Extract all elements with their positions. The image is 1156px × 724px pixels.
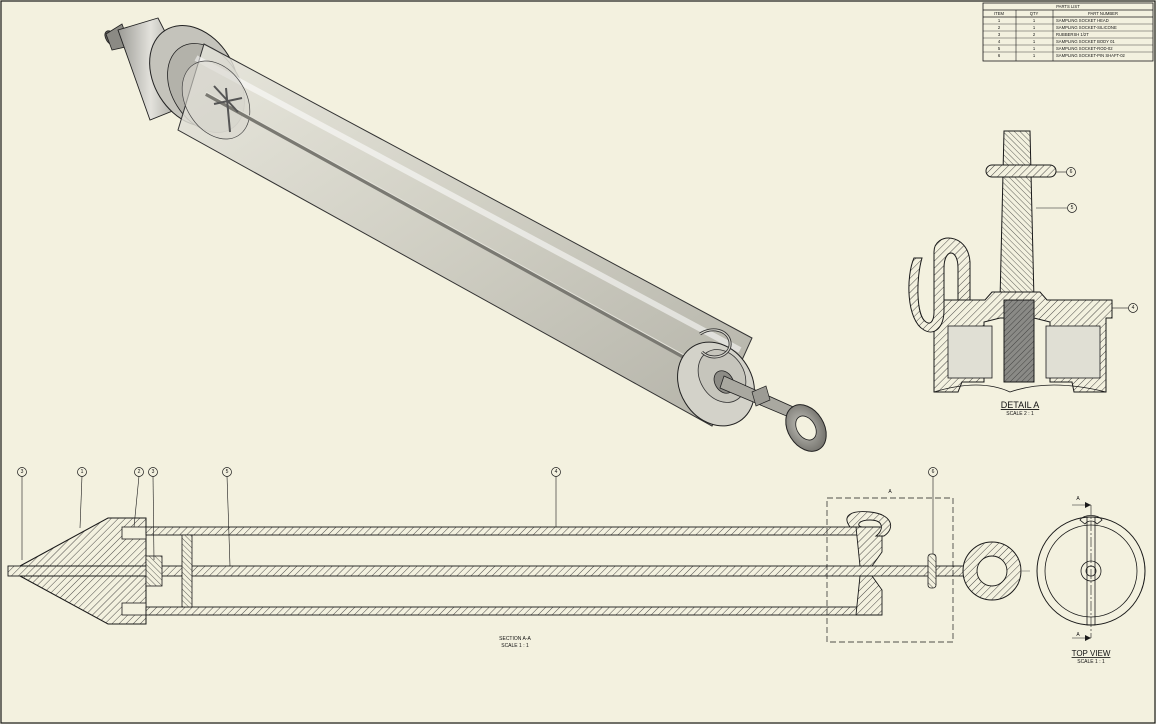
section-tube-top-wall — [145, 526, 863, 536]
detail-marker-label: A — [888, 489, 892, 495]
svg-text:1: 1 — [81, 469, 84, 475]
section-balloon: 3 — [17, 467, 27, 477]
parts-header-part-number: PART NUMBER — [1088, 11, 1118, 16]
top-view-scale: SCALE 1 : 1 — [1077, 659, 1105, 665]
section-balloon: 2 — [134, 467, 144, 477]
section-balloon: 1 — [77, 467, 87, 477]
svg-text:3: 3 — [21, 469, 24, 475]
parts-header-item: ITEM — [994, 11, 1005, 16]
parts-list-cell: SAMPLING SOCKET-ROD-02 — [1056, 46, 1113, 51]
section-balloon: 6 — [928, 467, 938, 477]
parts-list-cell: 6 — [998, 53, 1001, 58]
parts-list-cell: RUBBERSH 1/2T — [1056, 32, 1089, 37]
svg-text:6: 6 — [1070, 169, 1073, 175]
svg-text:5: 5 — [1071, 205, 1074, 211]
section-tube-bottom-wall — [145, 606, 863, 616]
svg-text:6: 6 — [932, 469, 935, 475]
parts-list-cell: 1 — [1033, 25, 1036, 30]
parts-list-cell: 1 — [998, 18, 1001, 23]
detail-balloon-6: 6 — [1066, 167, 1076, 177]
top-view-title: TOP VIEW — [1072, 649, 1111, 658]
parts-list-cell: 5 — [998, 46, 1001, 51]
isometric-view — [104, 17, 827, 452]
parts-header-qty: QTY — [1030, 11, 1039, 16]
detail-balloon-4: 4 — [1128, 303, 1138, 313]
parts-list-cell: 4 — [998, 39, 1001, 44]
svg-text:5: 5 — [226, 469, 229, 475]
section-a-a-view: A 3 1 2 3 5 4 6 SECTION A-A SCALE 1 : 1 — [7, 467, 1030, 649]
parts-list-cell: 2 — [998, 25, 1001, 30]
svg-text:2: 2 — [138, 469, 141, 475]
parts-list-cell: 1 — [1033, 53, 1036, 58]
svg-text:4: 4 — [1132, 305, 1135, 311]
parts-list-cell: 1 — [1033, 18, 1036, 23]
section-cone-head — [19, 517, 147, 567]
detail-a-title: DETAIL A — [1001, 400, 1040, 410]
parts-list-cell: SAMPLING SOCKET-PIN SHAFT-02 — [1056, 53, 1126, 58]
detail-a-boundary — [826, 497, 954, 643]
top-view-section-marker-top: A — [1076, 496, 1080, 502]
section-hook — [846, 511, 892, 537]
iso-rod — [205, 92, 723, 380]
parts-list-cell: 3 — [998, 32, 1001, 37]
detail-a-view: 6 5 4 DETAIL A SCALE 2 : 1 — [908, 130, 1138, 417]
svg-text:3: 3 — [152, 469, 155, 475]
section-balloon: 3 — [148, 467, 158, 477]
section-pin — [927, 553, 937, 589]
parts-list-cell: SAMPLING SOCKET HEAD — [1056, 18, 1109, 23]
detail-a-scale: SCALE 2 : 1 — [1006, 411, 1034, 417]
parts-list-cell: SAMPLING SOCKET BODY 01 — [1056, 39, 1115, 44]
iso-pin — [751, 385, 771, 407]
svg-text:4: 4 — [555, 469, 558, 475]
top-view-section-marker-bottom: A — [1076, 632, 1080, 638]
top-view: A A TOP VIEW SCALE 1 : 1 — [1036, 496, 1146, 665]
section-balloon: 5 — [222, 467, 232, 477]
parts-list-cell: SAMPLING SOCKET-SILICONE — [1056, 25, 1117, 30]
section-a-a-title: SECTION A-A — [499, 636, 531, 642]
parts-list-title: PARTS LIST — [1056, 4, 1080, 9]
parts-list-cell: 1 — [1033, 39, 1036, 44]
parts-list-cell: 2 — [1033, 32, 1036, 37]
parts-list-cell: 1 — [1033, 46, 1036, 51]
detail-balloon-5: 5 — [1067, 203, 1077, 213]
iso-spider — [213, 85, 243, 133]
section-balloon: 4 — [551, 467, 561, 477]
section-a-a-scale: SCALE 1 : 1 — [501, 643, 529, 649]
